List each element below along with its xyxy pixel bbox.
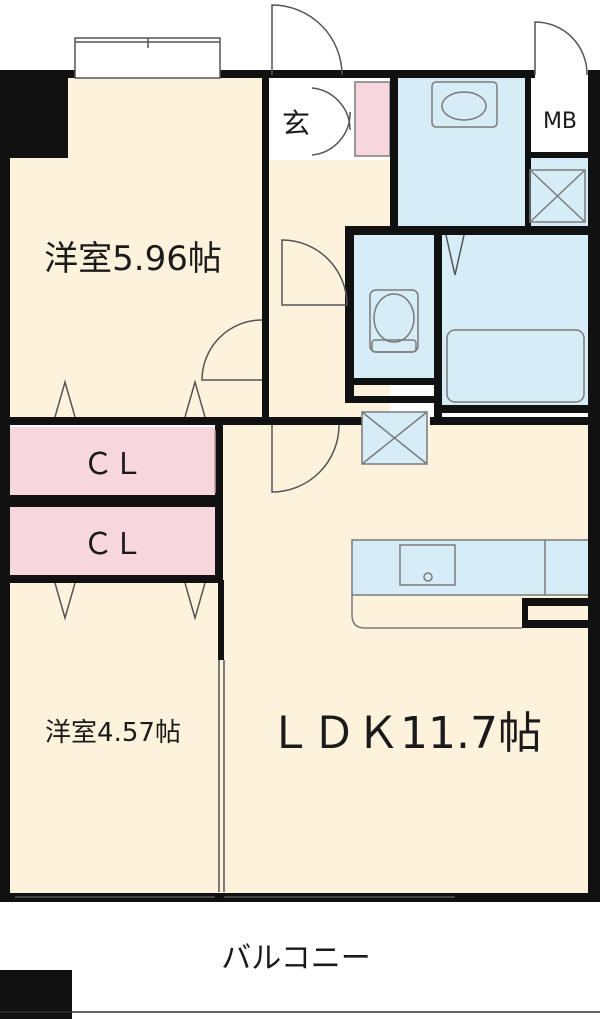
wall-toilet-bottom-2: [345, 396, 440, 403]
closet2-door-a: [54, 582, 76, 621]
wall-top-mid: [220, 70, 400, 78]
wall-toilet-bottom: [345, 378, 440, 385]
kitchen-counter: [351, 539, 591, 596]
closet-2-label: ＣＬ: [83, 527, 143, 562]
mb-door-swing: [534, 21, 588, 76]
toilet-floor: [352, 235, 434, 380]
room1-door-swing: [201, 319, 263, 381]
front-door-swing: [271, 4, 343, 76]
wall-wet-left: [345, 228, 354, 403]
doors: [54, 4, 588, 621]
washbasin-bowl-icon: [441, 91, 487, 121]
toilet-bowl-icon: [373, 293, 415, 343]
wall-wet-top: [345, 226, 590, 235]
closet1-door-b: [184, 379, 206, 418]
entrance-label: 玄: [282, 107, 310, 140]
wall-right: [588, 70, 600, 900]
western-room-2-floor: [10, 580, 222, 898]
wall-top-left-block: [0, 70, 68, 158]
corridor-door-swing: [281, 239, 348, 306]
western-room-1-label: 洋室5.96帖: [44, 239, 222, 279]
closet1-door-a: [54, 379, 76, 418]
closet-2-floor: [10, 507, 215, 575]
meter-box-floor: [530, 75, 590, 153]
windows: [15, 37, 455, 898]
closet-1-label: ＣＬ: [83, 447, 143, 482]
balcony-label: バルコニー: [221, 941, 370, 976]
labels: 洋室5.96帖 ＣＬ ＣＬ 洋室4.57帖 ＬＤＫ11.7帖 玄 MB バルコニ…: [44, 107, 577, 976]
counter-curve: [351, 595, 522, 629]
wall-corridor-left: [262, 75, 269, 420]
washer-pan: [529, 169, 586, 223]
sink-icon: [399, 544, 456, 586]
entrance-floor: [268, 78, 358, 158]
wall-counter-end-3: [522, 598, 528, 628]
washbasin: [431, 81, 498, 128]
western-room-2-label: 洋室4.57帖: [45, 718, 181, 748]
bath-door-swing: [445, 234, 465, 276]
wall-balcony-bottom-left: [0, 970, 72, 1019]
entrance-shoebox: [354, 81, 391, 157]
wall-mb-bottom: [525, 152, 590, 158]
wall-counter-end: [522, 598, 590, 606]
ldk-floor: [222, 420, 590, 898]
wall-top-left: [0, 70, 75, 78]
wall-closet-bottom: [10, 575, 222, 583]
wall-top-right: [390, 70, 535, 78]
closet-1-floor: [10, 427, 215, 495]
bathroom-floor: [440, 235, 590, 410]
wall-ldk-top: [222, 417, 362, 425]
wall-toilet-right: [434, 228, 442, 418]
closet2-door-b: [184, 582, 206, 621]
ldk-label: ＬＤＫ11.7帖: [268, 708, 542, 759]
wall-closet-divider: [10, 495, 222, 507]
bathtub: [446, 329, 585, 403]
meter-box-label: MB: [543, 109, 577, 134]
wall-counter-end-2: [522, 620, 590, 628]
wall-left: [0, 70, 10, 900]
fixtures: [0, 81, 600, 1013]
wall-room1-bottom: [10, 417, 225, 425]
wall-room2-right: [218, 580, 224, 660]
entrance-door-swing: [311, 87, 351, 156]
wall-bathroom-bottom: [440, 405, 590, 413]
ldk-door-swing: [271, 424, 340, 493]
wall-washroom-left: [390, 75, 398, 230]
wall-ldk-top-right: [430, 417, 590, 425]
